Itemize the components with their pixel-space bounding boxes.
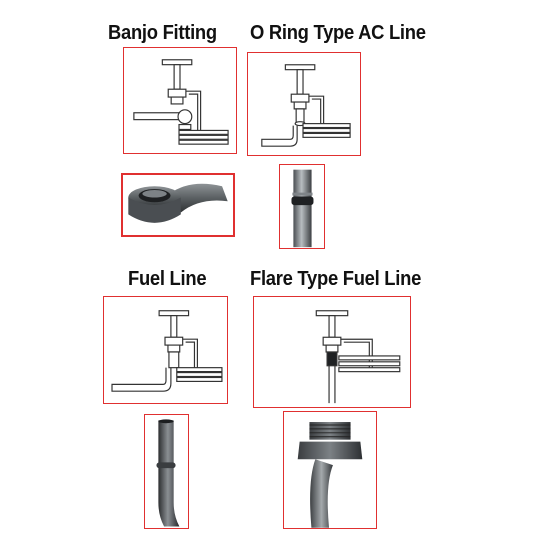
tool-diagram-icon	[261, 64, 351, 147]
tool-diagram-icon	[315, 310, 401, 404]
oring-ac-line-photo	[279, 164, 325, 249]
fuel-line-photo	[144, 414, 189, 529]
banjo-fitting-photo	[121, 173, 235, 237]
oring-line-photo-icon	[291, 169, 314, 248]
oring-ac-line-diagram	[247, 52, 361, 156]
banjo-fitting-photo-icon	[128, 183, 228, 223]
tool-diagram-icon	[133, 59, 229, 145]
flare-fuel-line-photo	[283, 411, 377, 529]
fuel-line-title: Fuel Line	[128, 268, 207, 290]
fuel-line-photo-icon	[156, 419, 180, 527]
flare-fuel-line-photo-icon	[297, 422, 363, 528]
flare-fuel-line-diagram	[253, 296, 411, 408]
fuel-line-diagram	[103, 296, 228, 404]
banjo-fitting-diagram	[123, 47, 237, 154]
banjo-fitting-title: Banjo Fitting	[108, 22, 217, 44]
flare-fuel-line-title: Flare Type Fuel Line	[250, 268, 422, 290]
tool-diagram-icon	[111, 310, 223, 392]
oring-ac-line-title: O Ring Type AC Line	[250, 22, 426, 44]
